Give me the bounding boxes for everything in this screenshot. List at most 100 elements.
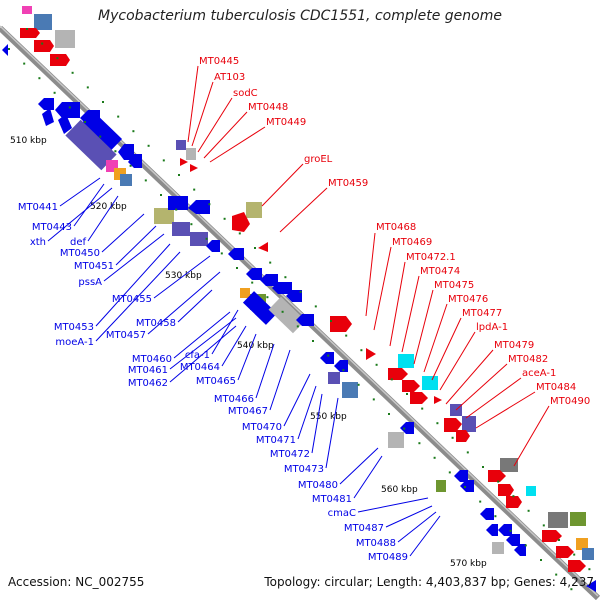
callout-line: [169, 317, 237, 370]
tick-dot: [129, 164, 132, 167]
gene-feature: [388, 432, 404, 448]
forward-gene-label: MT0448: [248, 102, 288, 113]
tick-dot: [86, 86, 89, 89]
callout-line: [311, 393, 323, 454]
callout-line: [439, 331, 476, 391]
callout-line: [353, 455, 383, 499]
tick-dot: [466, 451, 469, 454]
callout-line: [365, 232, 376, 317]
reverse-gene-label: MT0481: [312, 494, 352, 505]
gene-feature: [328, 372, 340, 384]
accession-text: Accession: NC_002755: [8, 575, 145, 589]
reverse-gene: [55, 102, 80, 118]
callout-line: [413, 289, 434, 365]
gene-feature: [526, 486, 536, 496]
tick-marks: [8, 28, 591, 591]
tick-dot: [330, 320, 332, 322]
scale-label: 560 kbp: [381, 485, 418, 495]
forward-gene-label: MT0476: [448, 294, 488, 305]
reverse-gene-label: MT0461: [128, 365, 168, 376]
reverse-gene: [77, 111, 123, 155]
reverse-gene-label: MT0455: [112, 294, 152, 305]
forward-gene-label: sodC: [233, 88, 258, 99]
callout-line: [389, 261, 406, 347]
reverse-gene: [246, 268, 262, 280]
callout-line: [187, 65, 199, 143]
reverse-gene-label: cmaC: [328, 508, 356, 519]
callout-line: [101, 213, 145, 253]
forward-gene-label: MT0459: [328, 178, 368, 189]
reverse-gene: [168, 196, 188, 210]
callout-line: [401, 275, 420, 353]
tick-dot: [102, 101, 104, 103]
reverse-gene-label: MT0487: [344, 523, 384, 534]
callout-line: [397, 511, 437, 543]
forward-gene-label: aceA-1: [522, 368, 556, 379]
reverse-gene: [272, 282, 292, 294]
forward-gene: [388, 368, 408, 380]
callout-line: [115, 225, 157, 266]
scale-label: 540 kbp: [237, 341, 274, 351]
reverse-gene: [486, 524, 498, 536]
forward-gene-label: AT103: [214, 72, 245, 83]
callout-line: [261, 163, 304, 207]
callout-line: [211, 309, 239, 355]
reverse-gene: [260, 274, 278, 286]
callout-line: [73, 183, 105, 227]
callout-line: [103, 233, 165, 282]
reverse-gene: [38, 98, 54, 110]
tick-dot: [406, 393, 408, 395]
callout-line: [153, 255, 211, 299]
reverse-gene: [320, 352, 334, 364]
callout-line: [87, 195, 119, 242]
reverse-gene: [286, 290, 302, 302]
reverse-gene: [228, 248, 244, 260]
tick-dot: [558, 539, 560, 541]
tick-dot: [527, 509, 530, 512]
tick-dot: [421, 407, 424, 410]
gene-feature: [268, 296, 306, 334]
forward-gene-label: MT0469: [392, 237, 432, 248]
reverse-gene: [460, 480, 474, 492]
gene-feature: [34, 14, 52, 30]
tick-dot: [327, 354, 330, 357]
tick-dot: [147, 144, 150, 147]
tick-dot: [588, 568, 591, 571]
tick-dot: [117, 115, 120, 118]
tick-dot: [372, 398, 375, 401]
callout-line: [445, 349, 494, 405]
tick-dot: [41, 42, 44, 45]
reverse-gene-label: MT0457: [106, 330, 146, 341]
tick-dot: [8, 48, 10, 50]
scale-label: 510 kbp: [10, 136, 47, 146]
reverse-gene-label: MT0453: [54, 322, 94, 333]
tick-dot: [193, 188, 196, 191]
tick-dot: [223, 217, 226, 220]
forward-gene-label: MT0468: [376, 222, 416, 233]
gene-feature: [240, 288, 250, 298]
callout-line: [221, 325, 247, 367]
reverse-gene-label: pssA: [78, 277, 102, 288]
forward-gene-label: MT0472.1: [406, 252, 456, 263]
gene-feature: [422, 376, 438, 390]
reverse-gene-label: xth: [30, 237, 46, 248]
forward-gene: [180, 158, 188, 166]
forward-gene: [444, 418, 462, 432]
tick-dot: [284, 276, 287, 279]
callout-line: [385, 505, 433, 528]
tick-dot: [269, 261, 272, 264]
reverse-gene-label: MT0471: [256, 435, 296, 446]
reverse-gene: [400, 422, 414, 434]
forward-gene: [402, 380, 420, 392]
gene-feature: [548, 512, 568, 528]
tick-dot: [345, 334, 348, 337]
forward-gene-label: MT0475: [434, 280, 474, 291]
reverse-gene-label: MT0480: [298, 480, 338, 491]
tick-dot: [208, 203, 211, 206]
forward-gene-label: MT0479: [494, 340, 534, 351]
callout-line: [339, 447, 379, 485]
reverse-gene: [2, 44, 8, 56]
tick-dot: [542, 524, 545, 527]
tick-dot: [509, 529, 512, 532]
gene-feature: [342, 382, 358, 398]
